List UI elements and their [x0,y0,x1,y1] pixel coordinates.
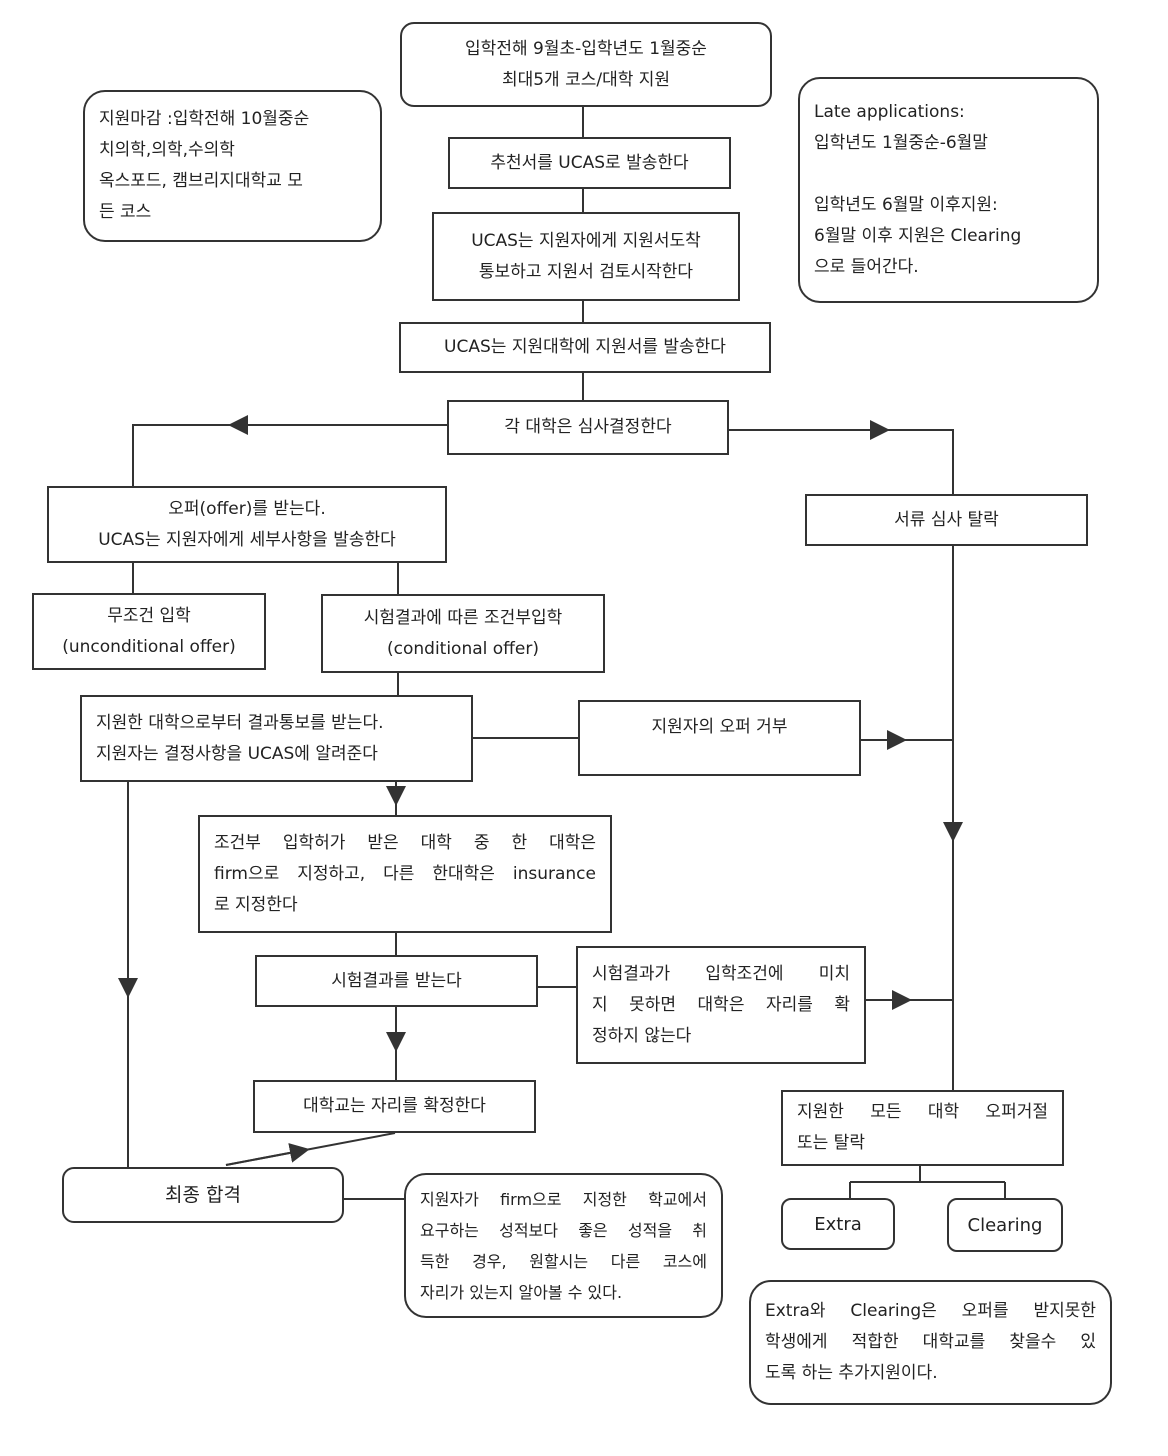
reference-box: 추천서를 UCAS로 발송한다 [448,137,731,189]
text-line: 든 코스 [99,202,152,222]
extra-box: Extra [781,1198,895,1250]
rejected-box: 서류 심사 탈락 [805,494,1088,546]
decision-box: 각 대학은 심사결정한다 [447,400,729,455]
text-line: 대학교는 자리를 확정한다 [303,1096,486,1116]
text-line: Late applications: [814,102,965,122]
text-line: 무조건 입학 [107,605,191,626]
text-line: (unconditional offer) [62,636,236,657]
text-line: 입학년도 1월중순-6월말 [814,133,988,153]
text-line: 시험결과가 입학조건에 미치 [592,963,850,984]
text-line: 요구하는 성적보다 좋은 성적을 취 [420,1220,707,1240]
text-line: 또는 탈락 [797,1133,865,1153]
text-line: 학생에게 적합한 대학교를 찾을수 있 [765,1332,1096,1352]
text-line: 자리가 있는지 알아볼 수 있다. [420,1282,623,1302]
text-line: 지원자의 오퍼 거부 [651,717,788,737]
text-line: (conditional offer) [387,638,539,659]
results-notice-box: 지원한 대학으로부터 결과통보를 받는다. 지원자는 결정사항을 UCAS에 알려… [80,695,473,782]
text-line: 최종 합격 [165,1183,241,1206]
text-line: 입학년도 6월말 이후지원: [814,195,998,215]
text-line: 시험결과에 따른 조건부입학 [363,607,563,628]
text-line: 로 지정한다 [214,894,298,915]
text-line [814,159,1083,190]
text-line: UCAS는 지원자에게 세부사항을 발송한다 [98,529,396,550]
text-line: Extra와 Clearing은 오퍼를 받지못한 [765,1301,1096,1321]
text-line: 지원한 모든 대학 오퍼거절 [797,1102,1048,1122]
conditional-box: 시험결과에 따른 조건부입학 (conditional offer) [321,594,605,673]
text-line: 오퍼(offer)를 받는다. [168,498,326,519]
final-acceptance-box: 최종 합격 [62,1167,344,1223]
text-line: Extra [814,1213,862,1235]
text-line: 지원자가 firm으로 지정한 학교에서 [420,1189,707,1209]
text-line: 득한 경우, 원할시는 다른 코스에 [420,1251,707,1271]
confirmed-box: 대학교는 자리를 확정한다 [253,1080,536,1133]
text-line: firm으로 지정하고, 다른 한대학은 insurance [214,863,596,884]
text-line: UCAS는 지원자에게 지원서도착 [471,230,701,251]
text-line: UCAS는 지원대학에 지원서를 발송한다 [444,337,726,357]
text-line: 각 대학은 심사결정한다 [504,417,672,437]
decline-box: 지원자의 오퍼 거부 [578,700,861,776]
offer-box: 오퍼(offer)를 받는다. UCAS는 지원자에게 세부사항을 발송한다 [47,486,447,563]
text-line: 치의학,의학,수의학 [99,140,235,160]
text-line: 옥스포드, 캠브리지대학교 모 [99,171,303,191]
text-line: 지원마감 :입학전해 10월중순 [99,109,310,129]
text-line: 조건부 입학허가 받은 대학 중 한 대학은 [214,832,596,853]
text-line: 지원자는 결정사항을 UCAS에 알려준다 [96,743,378,764]
text-line: 6월말 이후 지원은 Clearing [814,226,1022,246]
text-line: 지원한 대학으로부터 결과통보를 받는다. [96,712,384,733]
text-line: 통보하고 지원서 검토시작한다 [478,261,694,282]
text-line: Clearing [967,1214,1043,1236]
text-line: 정하지 않는다 [592,1025,692,1046]
clearing-box: Clearing [947,1198,1063,1252]
text-line: 서류 심사 탈락 [894,509,999,530]
text-line: 으로 들어간다. [814,257,919,277]
text-line: 최대5개 코스/대학 지원 [501,69,671,90]
unconditional-box: 무조건 입학 (unconditional offer) [32,593,266,670]
text-line: 지 못하면 대학은 자리를 확 [592,994,850,1015]
firm-insurance-box: 조건부 입학허가 받은 대학 중 한 대학은 firm으로 지정하고, 다른 한대… [198,815,612,933]
text-line: 도록 하는 추가지원이다. [765,1363,938,1383]
exam-results-box: 시험결과를 받는다 [255,955,538,1007]
ucas-send-box: UCAS는 지원대학에 지원서를 발송한다 [399,322,771,373]
text-line: 입학전해 9월초-입학년도 1월중순 [465,38,707,59]
text-line: 추천서를 UCAS로 발송한다 [490,152,689,173]
text-line: 시험결과를 받는다 [331,970,462,991]
